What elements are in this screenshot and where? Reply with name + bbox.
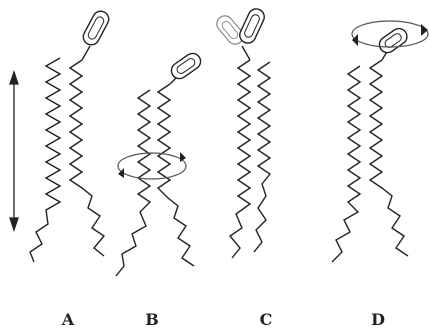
panel-label-d: D [366, 310, 390, 329]
chain-A-right [70, 60, 104, 256]
head-group-B [168, 50, 203, 81]
lipid-C [214, 6, 270, 258]
head-group-C [237, 6, 267, 45]
head-group-D [376, 25, 410, 55]
lipid-A [30, 8, 112, 262]
chain-C-left [230, 60, 250, 258]
lipid-B [116, 50, 204, 276]
chain-D-right [370, 60, 408, 256]
lipid-D [332, 25, 410, 262]
panel-label-b: B [140, 310, 164, 329]
head-group-A [80, 8, 111, 47]
panel-label-c: C [254, 310, 278, 329]
chain-C-right [254, 62, 270, 252]
panel-label-a: A [56, 310, 80, 329]
chain-B-left [116, 90, 150, 276]
length-arrow [10, 72, 18, 230]
chain-A-left [30, 58, 60, 262]
rotation-arrow-D-right [421, 24, 428, 36]
chain-D-left [332, 66, 360, 262]
rotation-ellipse-B [118, 152, 186, 179]
